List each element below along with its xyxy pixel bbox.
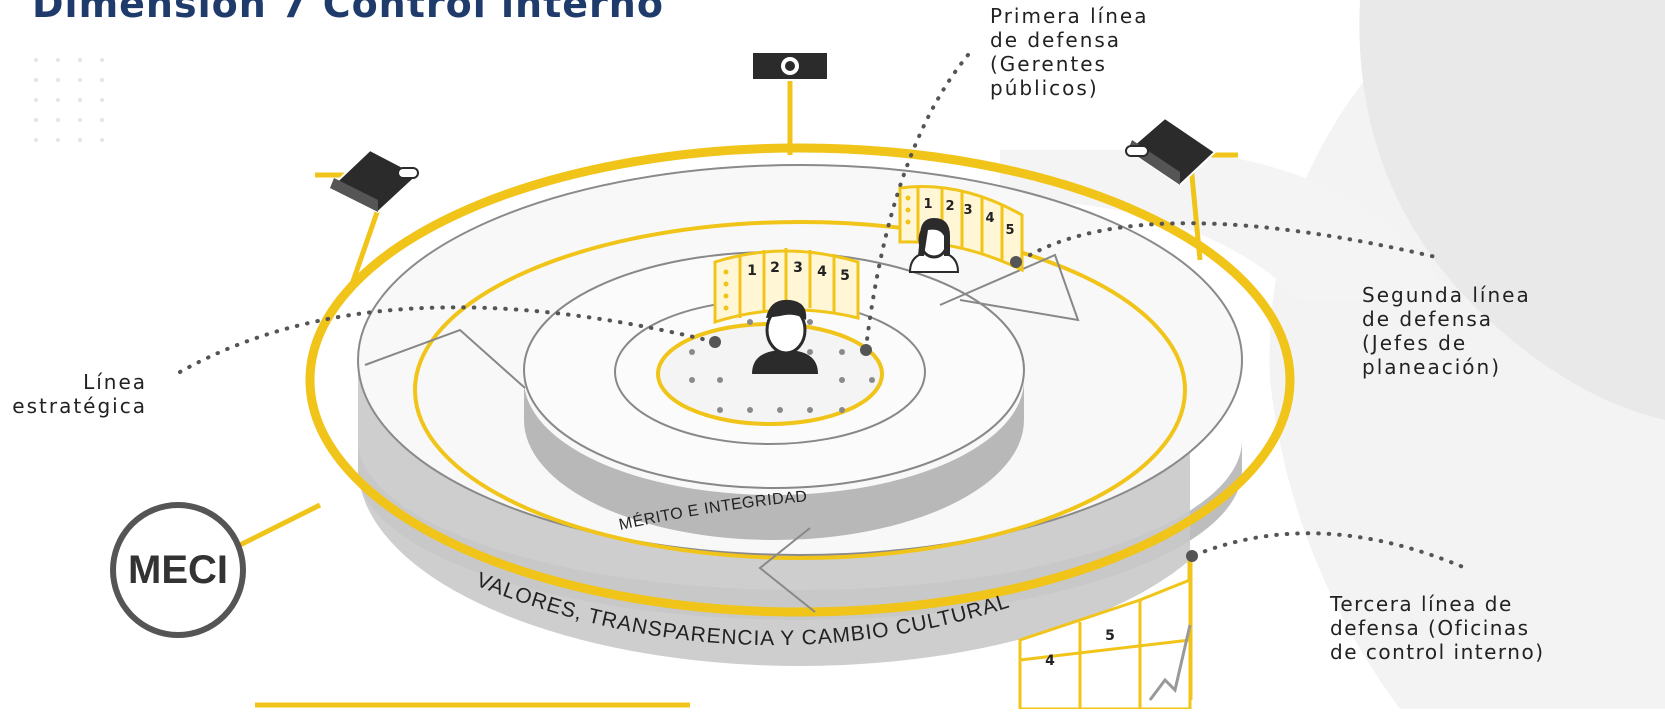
label-line: de defensa: [990, 28, 1122, 52]
center-panel-num-2: 2: [770, 260, 780, 276]
center-panel: 1 2 3 4 5: [713, 248, 860, 325]
label-line: planeación): [1362, 355, 1502, 379]
page-title: Dimensión 7 Control interno: [32, 0, 664, 26]
label-primera-linea: Primera línea de defensa (Gerentes públi…: [990, 4, 1148, 100]
meci-badge: MECI: [110, 502, 246, 638]
inner-dots: [689, 319, 875, 413]
label-line: de control interno): [1330, 640, 1545, 664]
right-panel-num-2: 2: [945, 199, 954, 214]
label-line: (Gerentes: [990, 52, 1107, 76]
label-line: Tercera línea de: [1330, 592, 1513, 616]
label-segunda-linea: Segunda línea de defensa (Jefes de plane…: [1362, 283, 1531, 379]
right-person-icon: [908, 218, 960, 273]
right-box-icon: [1125, 116, 1217, 187]
leader-lines: [178, 53, 1472, 572]
label-tercera-linea: Tercera línea de defensa (Oficinas de co…: [1330, 592, 1545, 664]
camera-icon: [751, 51, 829, 81]
bottom-num-5: 5: [1105, 628, 1115, 644]
bottom-right-boxes: [1018, 577, 1192, 711]
right-panel-num-5: 5: [1005, 223, 1014, 238]
divider-lines: [364, 253, 1080, 613]
label-line: Línea: [83, 370, 147, 394]
center-person-icon: [752, 299, 818, 374]
label-line: defensa (Oficinas: [1330, 616, 1530, 640]
leader-endpoints: [709, 256, 1198, 562]
center-panel-num-3: 3: [793, 260, 803, 276]
center-panel-num-5: 5: [840, 268, 850, 284]
label-line: estratégica: [12, 394, 147, 418]
label-line: (Jefes de: [1362, 331, 1468, 355]
center-panel-num-1: 1: [747, 263, 757, 279]
label-line: Primera línea: [990, 4, 1149, 28]
right-panel-num-4: 4: [985, 211, 994, 226]
right-panel-num-1: 1: [923, 197, 932, 212]
bottom-num-4: 4: [1045, 653, 1055, 669]
trend-arrow-icon: [1148, 624, 1192, 701]
dot-grid: [34, 58, 104, 142]
label-line: públicos): [990, 76, 1099, 100]
middle-yellow-ring: [413, 220, 1187, 560]
label-linea-estrategica: Línea estratégica: [12, 370, 147, 418]
outer-yellow-ring: [305, 143, 1295, 617]
label-line: de defensa: [1362, 307, 1494, 331]
right-panel-num-3: 3: [963, 203, 972, 218]
inner-cylinder-side: [524, 380, 1024, 540]
label-line: Segunda línea: [1362, 283, 1531, 307]
left-box-icon: [328, 148, 420, 214]
center-panel-num-4: 4: [817, 264, 827, 280]
